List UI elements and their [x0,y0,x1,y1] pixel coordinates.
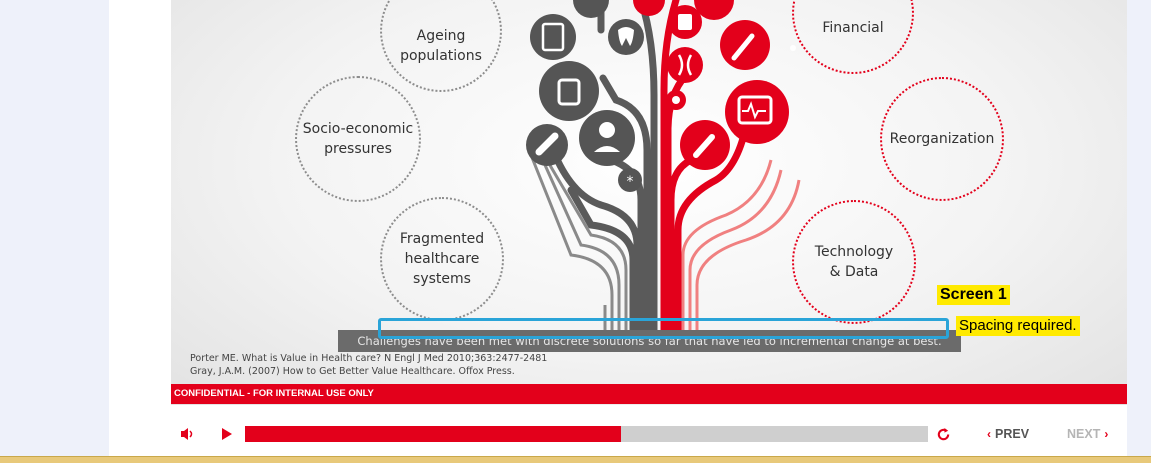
bubble-reorganization-label: Reorganization [889,130,995,147]
chevron-left-icon: ‹ [987,427,991,441]
annotation-screen-label: Screen 1 [937,285,1010,305]
next-button[interactable]: NEXT› [1067,426,1112,442]
page-left-gutter [0,0,109,458]
play-button[interactable] [219,426,235,442]
bubble-reorganization: Reorganization [880,77,1004,201]
player-controls: ‹ PREV NEXT› [171,418,1127,450]
chevron-right-icon: › [1104,427,1109,441]
bubble-socio-economic: Socio-economic pressures [295,76,421,202]
svg-text:*: * [627,174,634,190]
annotation-highlight-box [378,318,949,339]
bubble-socio-label: Socio-economic pressures [302,120,414,157]
slide-canvas: * Ageing populations Socio-economic pres… [171,0,1127,405]
bubble-technology-data: Technology & Data [792,200,916,324]
prev-label: PREV [995,427,1030,441]
bubble-ageing-populations: Ageing populations [380,0,502,92]
bubble-technology-label: Technology & Data [814,243,894,280]
page-right-gutter [1127,0,1151,458]
bubble-fragmented-label: Fragmented healthcare systems [399,230,485,288]
confidential-banner: CONFIDENTIAL - FOR INTERNAL USE ONLY [171,384,1127,404]
bottom-edge-stripe [0,456,1151,463]
speaker-icon [181,428,193,440]
play-icon [222,428,232,440]
replay-icon [937,427,949,440]
bubble-financial-label: Financial [822,19,884,36]
references: Porter ME. What is Value in Health care?… [190,353,547,378]
reference-gray: Gray, J.A.M. (2007) How to Get Better Va… [190,365,515,377]
prev-button[interactable]: ‹ PREV [983,426,1029,442]
mute-button[interactable] [179,426,197,442]
bubble-ageing-label: Ageing populations [400,27,482,64]
progress-bar[interactable] [245,426,928,442]
replay-button[interactable] [934,425,952,443]
progress-fill [245,426,621,442]
annotation-note: Spacing required. [956,316,1080,336]
next-label: NEXT [1067,427,1101,441]
healthcare-tree-illustration: * [526,0,801,334]
bubble-fragmented-systems: Fragmented healthcare systems [380,197,504,321]
reference-porter: Porter ME. What is Value in Health care?… [190,353,548,364]
